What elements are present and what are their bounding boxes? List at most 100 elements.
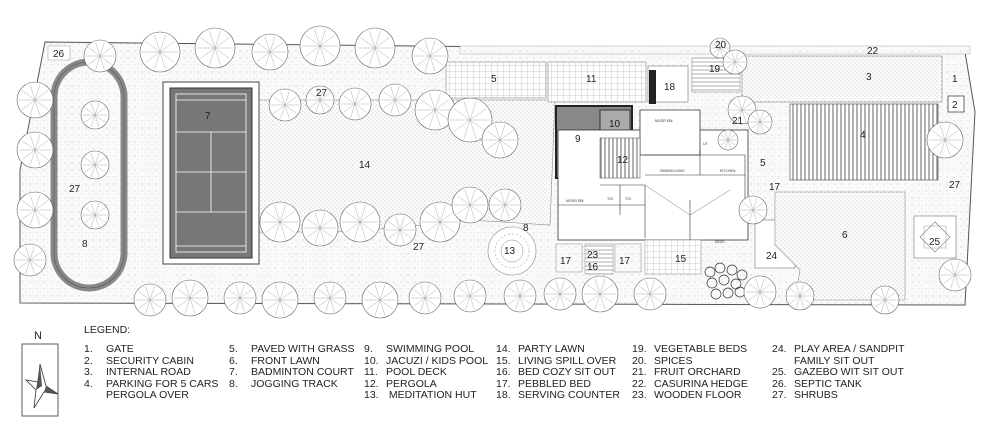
legend-item-text: INTERNAL ROAD [106, 366, 191, 378]
legend-item-number: 5. [229, 343, 238, 355]
legend-item-text: POOL DECK [386, 366, 447, 378]
internal-road [741, 55, 943, 103]
tree-icon [16, 131, 54, 169]
legend-item-text: MEDITATION HUT [386, 389, 477, 401]
tree-icon [481, 121, 519, 159]
legend-item: 7.BADMINTON COURT [229, 366, 354, 379]
tree-icon [139, 31, 181, 73]
legend-item-number: 23. [632, 389, 647, 401]
legend-item-number: 1. [84, 343, 93, 355]
legend-item-number: 7. [229, 366, 238, 378]
label-17b: 17 [619, 256, 631, 267]
legend-item-text: PLAY AREA / SANDPIT [794, 343, 905, 355]
legend-item-number: 9. [364, 343, 373, 355]
legend-item: 5. PAVED WITH GRASS [229, 343, 355, 356]
label-9: 9 [575, 134, 581, 145]
legend-item: 8.JOGGING TRACK [229, 377, 354, 391]
tree-icon [451, 186, 489, 224]
label-6: 6 [842, 230, 848, 241]
legend-item: 12.PERGOLA [364, 378, 488, 391]
badminton-court [162, 81, 260, 265]
label-17c: 17 [769, 182, 781, 193]
tree-icon [133, 283, 167, 317]
tree-icon [301, 209, 339, 247]
legend-item-text: WOODEN FLOOR [654, 389, 742, 401]
room-label: UT [703, 142, 709, 146]
legend-item: PERGOLA OVER [84, 389, 218, 402]
pebbled-bed [614, 243, 642, 273]
legend-item-number: 16. [496, 366, 511, 378]
label-27a: 27 [316, 88, 328, 99]
legend-item: 17.PEBBLED BED [496, 377, 620, 391]
legend-item: FAMILY SIT OUT [772, 354, 905, 368]
legend-item-text: SHRUBS [794, 389, 838, 401]
legend-item-number: 22. [632, 377, 647, 390]
legend-item-text: PARTY LAWN [518, 343, 585, 355]
legend-item: 26.SEPTIC TANK [772, 378, 905, 391]
label-27b: 27 [69, 184, 81, 195]
tree-icon [194, 27, 236, 69]
legend-item-number: 19. [632, 343, 647, 355]
legend-item-text: VEGETABLE BEDS [654, 343, 748, 355]
label-18: 18 [664, 82, 676, 93]
legend-item: 20.SPICES [632, 355, 748, 368]
tree-icon [223, 281, 257, 315]
legend-item-text: GAZEBO WIT SIT OUT [794, 366, 904, 378]
tree-icon [261, 281, 299, 319]
label-7: 7 [205, 111, 211, 122]
tree-icon [313, 281, 347, 315]
tree-icon [305, 85, 335, 115]
tree-icon [408, 281, 442, 315]
room-label: DINING/LIVING [660, 169, 685, 173]
tree-icon [709, 37, 731, 59]
label-27d: 27 [949, 180, 961, 191]
tree-icon [717, 129, 739, 151]
tree-icon [938, 258, 972, 292]
legend-item-text: SERVING COUNTER [518, 389, 620, 401]
legend-item: 19. VEGETABLE BEDS [632, 343, 748, 356]
room-label: DECK [715, 240, 725, 244]
legend-item-text: PAVED WITH GRASS [251, 343, 355, 355]
legend-item-text: SECURITY CABIN [106, 354, 194, 367]
label-2: 2 [952, 100, 958, 111]
legend-item: 4.PARKING FOR 5 CARS [84, 377, 219, 391]
legend-item-number: 13. [364, 389, 379, 401]
room-label: TOI [625, 197, 631, 201]
label-5a: 5 [491, 74, 497, 85]
tree-icon [361, 281, 399, 319]
legend-item-number: 17. [496, 377, 511, 390]
security-cabin [947, 95, 965, 113]
legend-item-number: 25. [772, 366, 787, 378]
room-label: MOOR EBI [566, 199, 584, 203]
parking-pergola [789, 103, 939, 181]
legend-item: 23. WOODEN FLOOR [632, 389, 748, 402]
legend-item-text: FAMILY SIT OUT [794, 354, 875, 367]
label-17a: 17 [560, 256, 572, 267]
legend-item-text: JOGGING TRACK [251, 377, 338, 390]
tree-icon [411, 37, 449, 75]
legend-item: 1.GATE [84, 343, 218, 356]
legend-item-number: 24. [772, 343, 787, 355]
paved-with-grass [445, 61, 547, 99]
tree-icon [453, 279, 487, 313]
label-22: 22 [867, 46, 879, 57]
legend-item: 22. CASURINA HEDGE [632, 377, 748, 391]
label-3: 3 [866, 72, 872, 83]
tree-icon [543, 277, 577, 311]
legend-item-number: 6. [229, 354, 238, 367]
legend-item: 11.POOL DECK [364, 366, 488, 379]
tree-icon [339, 201, 381, 243]
legend-item-text: LIVING SPILL OVER [518, 354, 617, 367]
label-26: 26 [53, 49, 65, 60]
legend-item-text: CASURINA HEDGE [654, 377, 748, 390]
meditation-hut [487, 226, 537, 276]
tree-icon [13, 243, 47, 277]
site-plan: MOOR EBI DINING/LIVING KITCHEN MOOR EBI … [13, 25, 976, 319]
legend-item: 24. PLAY AREA / SANDPIT [772, 343, 905, 356]
room-label: KITCHEN [720, 169, 736, 173]
legend-item-text: PARKING FOR 5 CARS [106, 377, 219, 390]
